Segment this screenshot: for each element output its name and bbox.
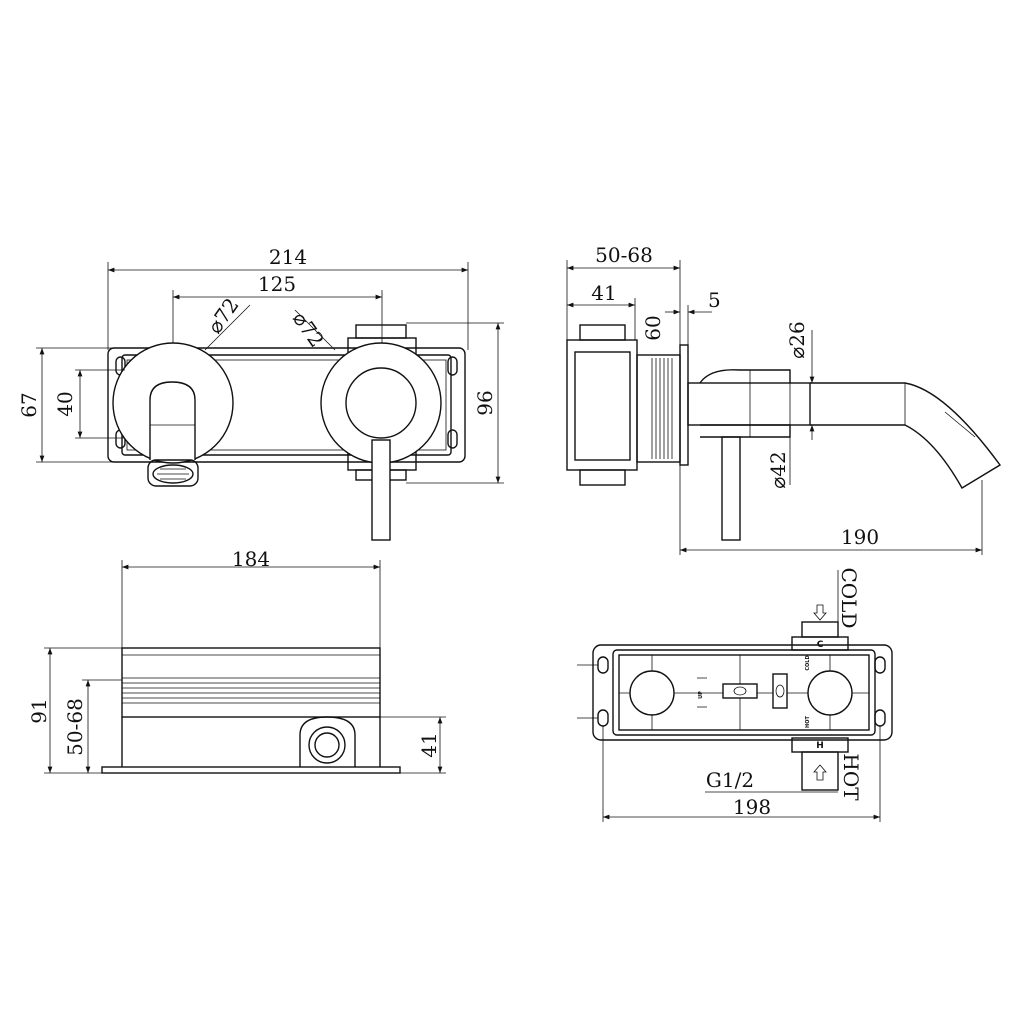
threaded-sleeve [636,354,681,463]
dim-190: 190 [841,525,879,549]
hot-small-mark: HOT [805,715,811,727]
hot-label: HOT [839,753,863,801]
cold-small-mark: COLD [805,655,811,670]
dim-dia-26: ⌀26 [785,321,809,359]
dim-91: 91 [27,698,51,723]
dim-41-body: 41 [417,732,441,757]
dim-198: 198 [733,795,771,819]
dim-184: 184 [232,547,270,571]
dim-125: 125 [258,272,296,296]
inlet-icon [308,726,346,764]
valve-body [121,647,381,718]
dim-60: 60 [641,315,665,340]
dim-dia-42: ⌀42 [766,451,790,489]
dim-dia-72-right: ⌀72 [288,307,329,351]
port-left [629,670,675,716]
side-view: 50-68 41 60 5 ⌀26 ⌀42 190 [566,243,1002,555]
hot-inlet-arrow-icon [813,764,827,781]
wall-plate [107,347,466,463]
c-mark: C [817,640,824,650]
spout-pipe [687,382,811,426]
front-view: 214 125 ⌀72 ⌀72 67 40 96 [17,245,504,541]
dim-50-68: 50-68 [595,243,653,267]
aerator-icon [147,459,199,487]
thread-size: G1/2 [706,768,754,792]
dim-67: 67 [17,392,41,417]
up-mark: UP [698,691,704,699]
body-view: 184 91 50-68 41 [27,547,446,774]
dim-96: 96 [473,390,497,415]
h-mark: H [816,741,824,751]
spirit-level-horizontal [722,683,758,699]
spirit-level-vertical [772,673,788,709]
dim-41: 41 [591,281,616,305]
cold-inlet-arrow-icon [813,604,827,621]
cold-label: COLD [837,567,861,628]
side-lever-handle [721,436,741,541]
dim-40: 40 [53,391,77,416]
dim-5: 5 [708,288,721,312]
dim-50-68-body: 50-68 [63,698,87,756]
port-right [807,670,853,716]
dim-214: 214 [269,245,307,269]
back-view: UP COLD HOT C H COLD HOT G1/2 198 [577,567,893,822]
dim-dia-72-left: ⌀72 [202,293,243,337]
lever-handle [371,439,391,541]
